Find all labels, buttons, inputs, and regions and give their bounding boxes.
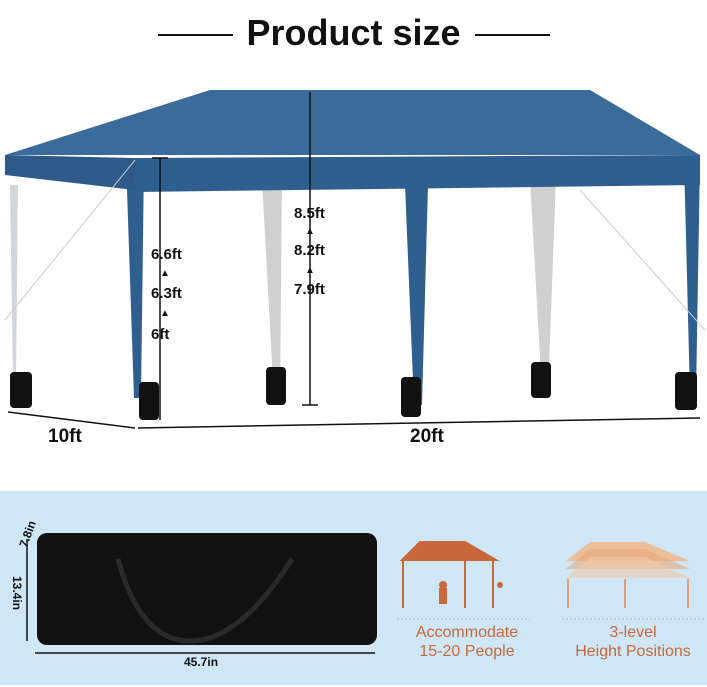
tent-people-icon [397,541,530,620]
up-arrow-icon: ▲ [305,265,315,276]
tent-legs [10,160,700,405]
feature-panel: 7.8in 13.4in 45.7in Accommodate 15-20 Pe… [0,491,707,685]
up-arrow-icon: ▲ [160,268,170,279]
title-divider-left [158,34,233,36]
feature-capacity-line1: Accommodate [415,624,519,641]
feature-height-line2: Height Positions [575,643,691,660]
up-arrow-icon: ▲ [160,308,170,319]
feature-capacity: Accommodate 15-20 People [392,623,542,661]
leg-weights [10,362,697,420]
up-arrow-icon: ▲ [305,226,315,237]
carry-bag [26,533,377,654]
bag-length: 45.7in [184,655,219,669]
height-levels-icon [562,542,705,620]
page-title: Product size [246,12,461,53]
title-divider-right [475,34,550,36]
feature-height-line1: 3-level [609,624,657,641]
canopy-illustration [4,90,706,429]
bag-height: 13.4in [10,575,25,611]
feature-height: 3-level Height Positions [558,623,707,661]
width-label: 10ft [48,426,82,447]
height-side-mid: 6.3ft [151,285,182,302]
height-side-min: 6ft [151,326,170,343]
canopy-valance-front [135,155,700,192]
height-center-mid: 8.2ft [294,242,325,259]
height-center-min: 7.9ft [294,281,325,298]
height-side-max: 6.6ft [151,246,182,263]
height-center-max: 8.5ft [294,205,325,222]
canopy-roof [5,90,700,155]
length-label: 20ft [410,426,444,447]
canopy-valance-side [5,155,135,190]
dimension-lines [7,92,701,429]
feature-capacity-line2: 15-20 People [419,643,515,660]
